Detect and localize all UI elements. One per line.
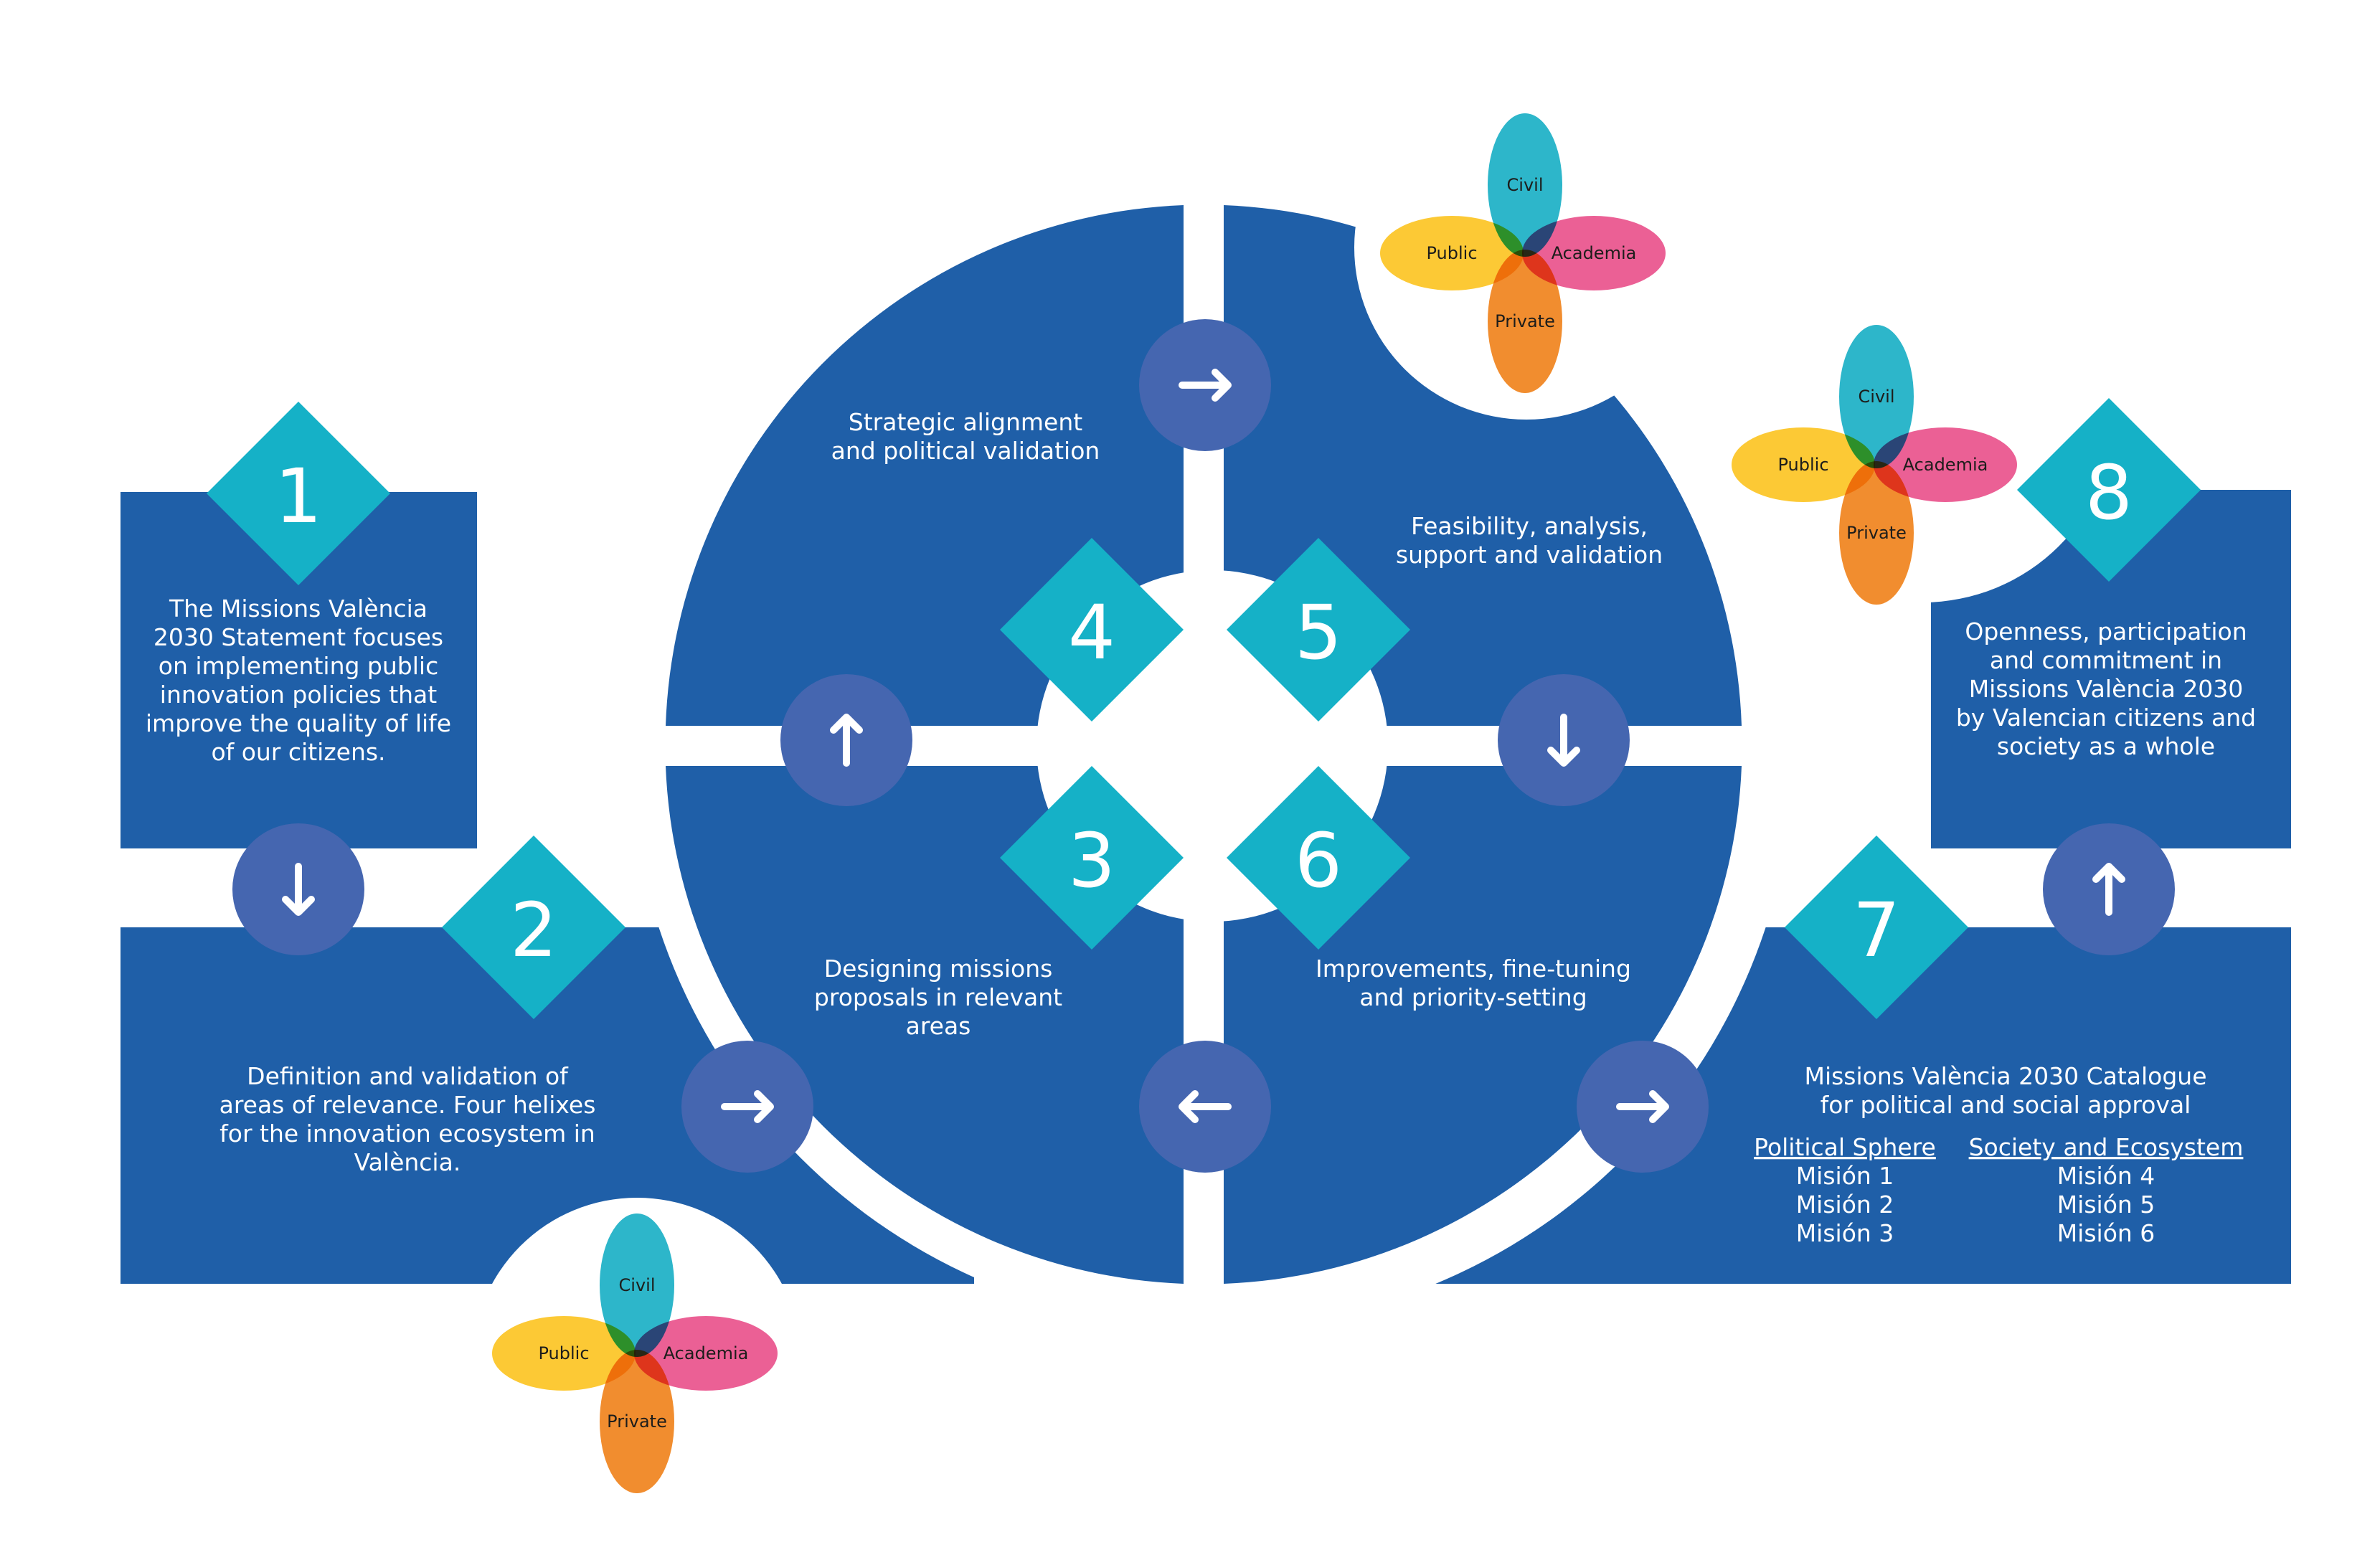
political-sphere-heading: Political Sphere [1754, 1133, 1936, 1161]
text-line: by Valencian citizens and [1956, 704, 2256, 732]
arrow-circles [232, 319, 2175, 1173]
mission-item: Misión 3 [1796, 1219, 1894, 1247]
text-line: 2030 Statement focuses [154, 623, 443, 651]
society-ecosystem-heading: Society and Ecosystem [1969, 1133, 2244, 1161]
helix-label-civil: Civil [1859, 387, 1895, 407]
step-1-diamond: 1 [207, 402, 390, 585]
text-line: and priority-setting [1359, 983, 1587, 1011]
helix-label-academia: Academia [664, 1343, 749, 1363]
text-line: for the innovation ecosystem in [219, 1120, 595, 1148]
helix-label-private: Private [1495, 311, 1555, 331]
text-line: improve the quality of life [146, 709, 451, 737]
text-line: Missions València 2030 Catalogue [1804, 1062, 2206, 1090]
step-number: 3 [1068, 817, 1115, 904]
text-line: areas of relevance. Four helixes [219, 1091, 596, 1119]
number-diamonds: 1 2 3 4 5 6 7 8 [207, 398, 2201, 1019]
text-line: proposals in relevant [814, 983, 1062, 1011]
arrow-right-icon [1577, 1041, 1709, 1173]
step-number: 7 [1853, 886, 1900, 974]
arrow-down-icon [1498, 674, 1630, 806]
text-line: Openness, participation [1965, 618, 2247, 645]
text-line: for political and social approval [1821, 1091, 2191, 1119]
step-4-diamond: 4 [1000, 538, 1184, 722]
step-number: 5 [1295, 589, 1342, 676]
text-line: València. [354, 1148, 461, 1176]
text-line: innovation policies that [160, 681, 437, 709]
text-line: Feasibility, analysis, [1411, 512, 1648, 540]
helix-label-public: Public [1777, 455, 1828, 475]
text-line: Improvements, fine-tuning [1316, 955, 1631, 983]
step-number: 4 [1068, 589, 1115, 676]
text-line: areas [906, 1012, 971, 1040]
helix-label-private: Private [607, 1411, 667, 1432]
step-5-diamond: 5 [1227, 538, 1410, 722]
arrow-left-icon [1139, 1041, 1271, 1173]
mission-item: Misión 1 [1796, 1162, 1894, 1190]
step-number: 6 [1295, 817, 1342, 904]
text-line: Definition and validation of [247, 1062, 569, 1090]
step-number: 8 [2085, 449, 2133, 536]
text-line: and commitment in [1990, 646, 2222, 674]
helix-label-academia: Academia [1552, 243, 1637, 263]
step-3-diamond: 3 [1000, 766, 1184, 950]
step-5-text: Feasibility, analysis,support and valida… [1396, 512, 1663, 569]
arrow-right-icon [1139, 319, 1271, 451]
helix-label-academia: Academia [1903, 455, 1988, 475]
mission-item: Misión 5 [2057, 1191, 2155, 1219]
step-number: 1 [275, 453, 322, 540]
text-line: Designing missions [824, 955, 1053, 983]
text-line: Strategic alignment [849, 408, 1082, 436]
text-line: on implementing public [159, 652, 438, 680]
text-line: society as a whole [1997, 732, 2215, 760]
text-line: support and validation [1396, 541, 1663, 569]
step-2-diamond: 2 [442, 836, 625, 1019]
text-line: Missions València 2030 [1969, 675, 2244, 703]
mission-item: Misión 2 [1796, 1191, 1894, 1219]
helix-label-civil: Civil [1507, 175, 1544, 195]
arrow-right-icon [681, 1041, 813, 1173]
step-6-diamond: 6 [1227, 766, 1410, 950]
mission-lists: Political Sphere Misión 1 Misión 2 Misió… [1754, 1133, 2243, 1247]
mission-item: Misión 6 [2057, 1219, 2155, 1247]
mission-item: Misión 4 [2057, 1162, 2155, 1190]
arrow-up-icon [2043, 823, 2175, 955]
step-8-diamond: 8 [2017, 398, 2201, 582]
text-line: The Missions València [169, 595, 428, 623]
arrow-down-icon [232, 823, 364, 955]
helix-label-public: Public [538, 1343, 589, 1363]
helix-label-civil: Civil [619, 1275, 656, 1295]
step-number: 2 [510, 886, 557, 974]
helix-label-private: Private [1846, 523, 1907, 543]
text-line: and political validation [831, 437, 1100, 465]
arrow-up-icon [780, 674, 912, 806]
text-line: of our citizens. [211, 738, 385, 766]
left-panels [121, 492, 974, 1284]
step-7-diamond: 7 [1785, 836, 1968, 1019]
helix-label-public: Public [1426, 243, 1477, 263]
